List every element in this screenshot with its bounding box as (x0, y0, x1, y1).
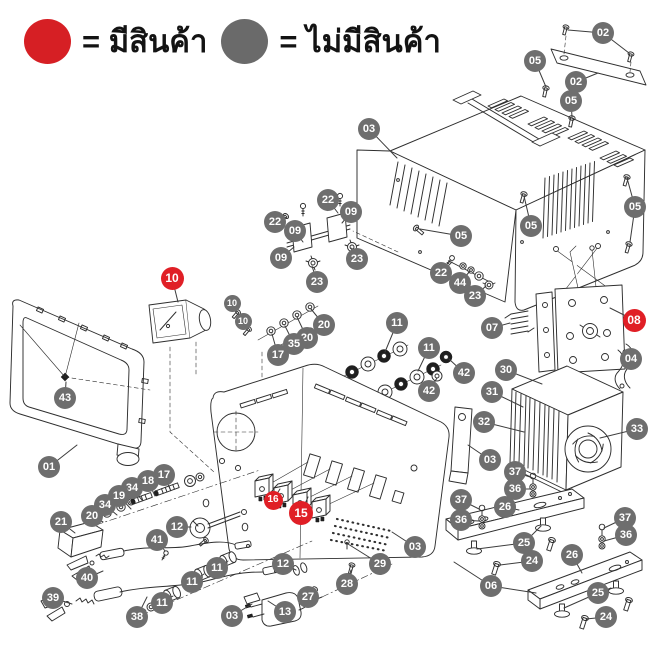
part-badge-36[interactable]: 36 (504, 478, 526, 500)
handle-bracket-part (550, 24, 647, 86)
part-badge-24[interactable]: 24 (521, 550, 543, 572)
part-badge-11[interactable]: 11 (418, 337, 440, 359)
strap-part (448, 406, 473, 485)
part-badge-13[interactable]: 13 (274, 601, 296, 623)
top-cover-part (352, 90, 646, 311)
part-badge-37[interactable]: 37 (614, 507, 636, 529)
part-badge-36[interactable]: 36 (615, 524, 637, 546)
part-badge-20[interactable]: 20 (81, 505, 103, 527)
part-badge-37[interactable]: 37 (504, 461, 526, 483)
part-badge-05[interactable]: 05 (560, 90, 582, 112)
part-badge-30[interactable]: 30 (495, 359, 517, 381)
part-badge-40[interactable]: 40 (76, 567, 98, 589)
part-badge-42[interactable]: 42 (418, 380, 440, 402)
part-badge-03[interactable]: 03 (221, 605, 243, 627)
spring-part (504, 310, 535, 335)
base-rail-parts (445, 472, 643, 630)
part-badge-35[interactable]: 35 (283, 333, 305, 355)
part-badge-05[interactable]: 05 (520, 215, 542, 237)
part-badge-41[interactable]: 41 (146, 529, 168, 551)
part-badge-15[interactable]: 15 (289, 501, 313, 525)
part-badge-09[interactable]: 09 (340, 201, 362, 223)
part-badge-04[interactable]: 04 (620, 348, 642, 370)
part-badge-05[interactable]: 05 (524, 50, 546, 72)
part-badge-12[interactable]: 12 (272, 553, 294, 575)
toroid-cores-part (343, 341, 453, 400)
part-badge-08[interactable]: 08 (622, 308, 646, 332)
part-badge-07[interactable]: 07 (481, 317, 503, 339)
part-badge-43[interactable]: 43 (54, 387, 76, 409)
part-badge-25[interactable]: 25 (513, 532, 535, 554)
part-badge-10[interactable]: 10 (234, 312, 252, 330)
part-badge-33[interactable]: 33 (626, 418, 648, 440)
part-badge-32[interactable]: 32 (473, 411, 495, 433)
part-badge-06[interactable]: 06 (480, 575, 502, 597)
part-badge-11[interactable]: 11 (151, 592, 173, 614)
rod-washer-cluster-44 (445, 255, 496, 290)
part-badge-02[interactable]: 02 (565, 71, 587, 93)
part-badge-12[interactable]: 12 (166, 516, 188, 538)
in-stock-dot-icon (24, 18, 71, 64)
part-badge-09[interactable]: 09 (284, 220, 306, 242)
transformer-part (509, 365, 624, 495)
front-frame-part (9, 299, 151, 466)
part-badge-03[interactable]: 03 (358, 118, 380, 140)
part-badge-25[interactable]: 25 (587, 582, 609, 604)
part-badge-23[interactable]: 23 (464, 285, 486, 307)
legend-item-out-of-stock: = ไม่มีสินค้า (221, 16, 441, 66)
part-badge-26[interactable]: 26 (494, 496, 516, 518)
part-badge-27[interactable]: 27 (297, 586, 319, 608)
part-badge-31[interactable]: 31 (481, 381, 503, 403)
chassis-panel-part (202, 363, 450, 561)
part-badge-03[interactable]: 03 (479, 449, 501, 471)
part-badge-23[interactable]: 23 (306, 271, 328, 293)
part-badge-42[interactable]: 42 (453, 362, 475, 384)
part-badge-24[interactable]: 24 (595, 606, 617, 628)
part-badge-36[interactable]: 36 (450, 509, 472, 531)
part-badge-16[interactable]: 16 (263, 490, 283, 510)
part-badge-10[interactable]: 10 (223, 294, 241, 312)
part-badge-09[interactable]: 09 (270, 247, 292, 269)
part-badge-37[interactable]: 37 (450, 489, 472, 511)
part-badge-28[interactable]: 28 (336, 573, 358, 595)
in-stock-label: = มีสินค้า (82, 24, 208, 59)
part-badge-26[interactable]: 26 (561, 544, 583, 566)
part-badge-20[interactable]: 20 (313, 314, 335, 336)
part-badge-03[interactable]: 03 (404, 536, 426, 558)
part-badge-02[interactable]: 02 (592, 22, 614, 44)
part-badge-22[interactable]: 22 (264, 211, 286, 233)
part-badge-05[interactable]: 05 (624, 196, 646, 218)
part-badge-29[interactable]: 29 (369, 553, 391, 575)
shaft-knob-parts (95, 469, 261, 561)
part-badge-11[interactable]: 11 (206, 557, 228, 579)
part-badge-01[interactable]: 01 (38, 456, 60, 478)
part-badge-05[interactable]: 05 (450, 225, 472, 247)
hinge-plate-part (535, 243, 626, 374)
cover-screws-05 (412, 85, 633, 254)
part-badge-38[interactable]: 38 (126, 606, 148, 628)
part-badge-10[interactable]: 10 (160, 266, 184, 290)
part-badge-39[interactable]: 39 (42, 587, 64, 609)
out-of-stock-label: = ไม่มีสินค้า (279, 24, 441, 59)
part-badge-11[interactable]: 11 (386, 312, 408, 334)
part-badge-23[interactable]: 23 (346, 248, 368, 270)
ammeter-part (148, 299, 215, 473)
part-badge-22[interactable]: 22 (317, 189, 339, 211)
stock-legend: = มีสินค้า = ไม่มีสินค้า (24, 16, 455, 66)
part-badge-22[interactable]: 22 (430, 262, 452, 284)
legend-item-in-stock: = มีสินค้า (24, 16, 207, 66)
part-badge-21[interactable]: 21 (50, 511, 72, 533)
part-badge-11[interactable]: 11 (181, 571, 203, 593)
out-of-stock-dot-icon (221, 18, 269, 64)
part-badge-17[interactable]: 17 (267, 344, 289, 366)
